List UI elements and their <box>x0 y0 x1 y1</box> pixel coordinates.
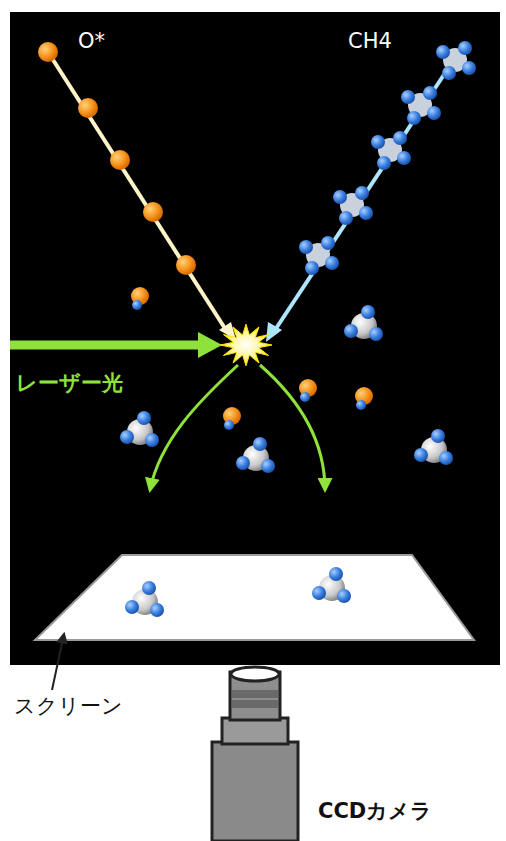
methane-molecule <box>371 131 411 170</box>
hydrogen-atom <box>356 400 366 410</box>
methyl-radical <box>344 305 383 341</box>
hydrogen-atom <box>300 392 310 402</box>
laser-label: レーザー光 <box>16 372 123 395</box>
methane-molecule <box>401 86 441 125</box>
laser-beam <box>10 341 200 350</box>
oxygen-atom <box>38 42 58 62</box>
product-trajectory <box>150 365 238 490</box>
screen-label: スクリーン <box>14 695 123 718</box>
methane-beam <box>275 58 455 330</box>
product-trajectory <box>260 365 325 490</box>
methane-molecule <box>299 236 339 275</box>
oxygen-beam <box>48 52 226 330</box>
ccd-camera <box>212 667 298 841</box>
vacuum-chamber <box>10 12 500 665</box>
beam-label: O* <box>78 30 105 53</box>
methyl-radical <box>414 429 453 465</box>
methyl-radical <box>312 567 351 603</box>
methyl-radical <box>125 581 164 617</box>
methyl-radical <box>120 411 159 447</box>
methyl-radical <box>236 437 275 473</box>
detector-screen <box>35 555 474 640</box>
oxygen-atom <box>176 255 196 275</box>
camera-label: CCDカメラ <box>318 800 432 823</box>
oxygen-atom <box>143 202 163 222</box>
methane-molecule <box>436 41 476 80</box>
methane-molecule <box>333 186 373 225</box>
oxygen-atom <box>78 98 98 118</box>
leader-line <box>52 634 64 690</box>
hydrogen-atom <box>132 300 142 310</box>
oxygen-atom <box>110 150 130 170</box>
beam-label: CH4 <box>348 30 392 53</box>
collision-flash <box>220 324 272 366</box>
hydrogen-atom <box>224 420 234 430</box>
